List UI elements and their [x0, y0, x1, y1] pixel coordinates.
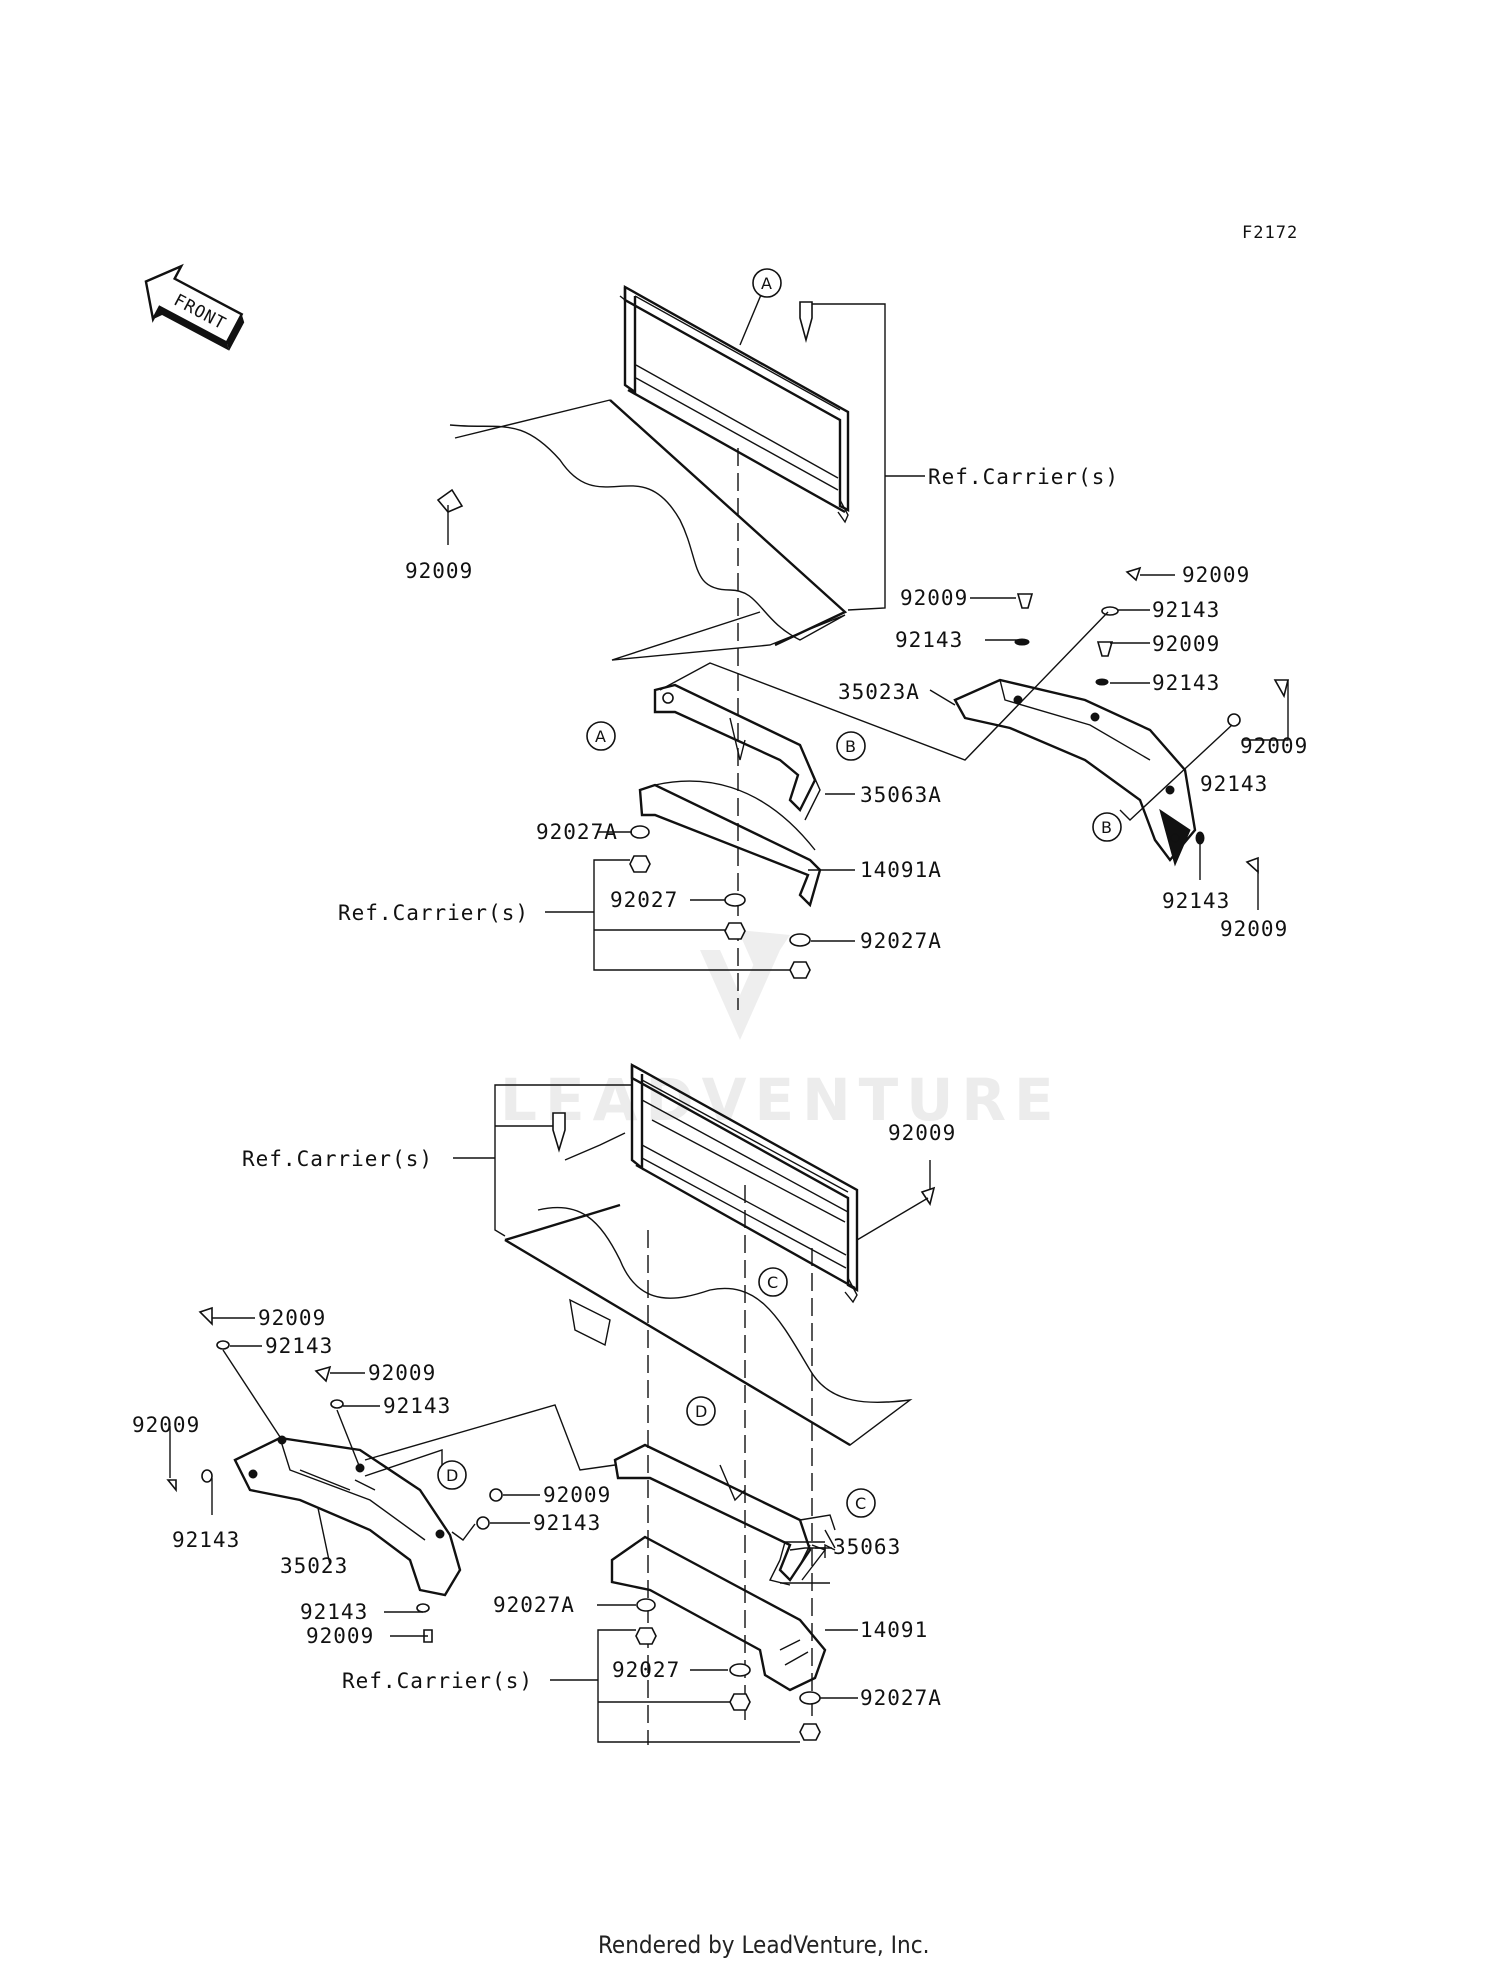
upper-ref-carrier-top: Ref.Carrier(s) [928, 465, 1119, 489]
lower-bolt-1-icon [198, 1306, 213, 1326]
upper-guard-bolt-5-label: 92009 [1220, 917, 1288, 941]
lower-washer-4-label: 92143 [533, 1511, 601, 1535]
lower-handle-icon [569, 1298, 611, 1347]
lower-guard-label: 35023 [280, 1554, 348, 1578]
lower-washer-5-label: 92143 [300, 1600, 368, 1624]
lower-nut-label: 92027 [612, 1658, 680, 1682]
upper-guard-bolt-1-label: 92009 [900, 586, 968, 610]
upper-callout-b-bracket: B [845, 737, 856, 756]
upper-bolt-1-icon [1016, 593, 1034, 609]
lower-bolt-right-label: 92009 [888, 1121, 956, 1145]
lower-washer-3-label: 92143 [172, 1528, 240, 1552]
upper-callout-a-bracket: A [595, 727, 606, 746]
upper-washer-3-label: 92143 [1152, 671, 1220, 695]
upper-nut-label: 92027 [610, 888, 678, 912]
lower-plate [610, 1535, 827, 1692]
lower-nut-a2-label: 92027A [860, 1686, 942, 1710]
figure-code: F2172 [1242, 223, 1298, 243]
upper-nut-a2-label: 92027A [860, 929, 942, 953]
lower-bolt-top-icon [552, 1112, 566, 1153]
upper-carrier-frame [619, 284, 850, 524]
front-arrow-icon: FRONT [144, 263, 245, 351]
upper-washer-1-label: 92143 [895, 628, 963, 652]
upper-nut-icon [724, 893, 746, 907]
upper-bolt-left-icon [436, 488, 464, 513]
lower-nut-a2-icon [799, 1691, 821, 1705]
lower-guard-bolt-1-label: 92009 [258, 1306, 326, 1330]
lower-bolt-3-icon [166, 1479, 177, 1493]
upper-guard [953, 678, 1197, 867]
upper-callout-b-guard: B [1101, 818, 1112, 837]
lower-callout-d-guard: D [446, 1466, 458, 1485]
upper-nut-a2-icon [789, 933, 811, 947]
upper-assembly: A A B B Ref.Carrier(s) 92009 92009 92143… [338, 268, 1308, 1010]
upper-callouts: A A B B [586, 268, 1122, 842]
lower-labels: 92009 Ref.Carrier(s) 92009 92143 92009 9… [132, 1121, 956, 1710]
upper-guard-bolt-3-label: 92009 [1152, 632, 1220, 656]
lower-guard-bolt-4-label: 92009 [543, 1483, 611, 1507]
lower-callout-c-bracket: C [855, 1494, 866, 1513]
lower-guard-bolt-5-label: 92009 [306, 1624, 374, 1648]
lower-guard-bolt-3-label: 92009 [132, 1413, 200, 1437]
lower-ref-carrier-bottom: Ref.Carrier(s) [342, 1669, 533, 1693]
lower-bed-panel [504, 1206, 913, 1446]
upper-bed-panel [449, 424, 846, 661]
upper-bolt-5-icon [1245, 856, 1259, 874]
upper-guard-label: 35023A [838, 680, 920, 704]
upper-washer-4-label: 92143 [1200, 772, 1268, 796]
watermark-text: LEADVENTURE [500, 1066, 1062, 1134]
lower-callout-d-bracket: D [695, 1402, 707, 1421]
lower-callouts: C C D D [437, 1267, 876, 1518]
lower-nut-icon [729, 1663, 751, 1677]
upper-bolt-4-icon [1273, 679, 1290, 699]
upper-leaders [447, 289, 1289, 971]
upper-hardware [436, 301, 1290, 979]
lower-bolt-right-icon [920, 1186, 936, 1206]
watermark: LEADVENTURE [500, 930, 1062, 1134]
upper-guard-bolt-4-label: 92009 [1240, 734, 1308, 758]
lower-ref-carrier-top: Ref.Carrier(s) [242, 1147, 433, 1171]
upper-bolt-2-icon [1125, 566, 1142, 582]
lower-callout-c-frame: C [767, 1273, 778, 1292]
upper-bolt-3-icon [1096, 641, 1114, 657]
lower-washer-2-label: 92143 [383, 1394, 451, 1418]
upper-bolt-left-label: 92009 [405, 559, 473, 583]
upper-bracket-label: 35063A [860, 783, 942, 807]
lower-leaders [169, 1084, 931, 1743]
lower-nut-a1-icon [636, 1598, 656, 1612]
upper-labels: Ref.Carrier(s) 92009 92009 92143 92009 9… [338, 465, 1308, 953]
upper-nut-a1-label: 92027A [536, 820, 618, 844]
upper-ref-carrier-bottom: Ref.Carrier(s) [338, 901, 529, 925]
lower-hardware [166, 1112, 936, 1741]
upper-plate [638, 780, 822, 908]
lower-nut-a1-label: 92027A [493, 1593, 575, 1617]
lower-bolt-4-icon [489, 1488, 503, 1502]
upper-guard-bolt-2-label: 92009 [1182, 563, 1250, 587]
lower-assembly: C C D D 92009 Ref.Carrier(s) 92009 92143… [132, 1062, 956, 1745]
lower-washer-1-label: 92143 [265, 1334, 333, 1358]
footer-credit: Rendered by LeadVenture, Inc. [598, 1931, 929, 1959]
lower-plate-label: 14091 [860, 1618, 928, 1642]
upper-washer-5-label: 92143 [1162, 889, 1230, 913]
lower-guard-bolt-2-label: 92009 [368, 1361, 436, 1385]
upper-bolt-top-icon [799, 301, 813, 344]
upper-nut-a1-icon [630, 825, 650, 839]
upper-bracket [653, 683, 821, 821]
upper-washer-2-label: 92143 [1152, 598, 1220, 622]
lower-bolt-2-icon [314, 1365, 332, 1383]
lower-guard [233, 1435, 462, 1597]
upper-callout-a-top: A [761, 274, 772, 293]
upper-plate-label: 14091A [860, 858, 942, 882]
lower-bracket-label: 35063 [833, 1535, 901, 1559]
